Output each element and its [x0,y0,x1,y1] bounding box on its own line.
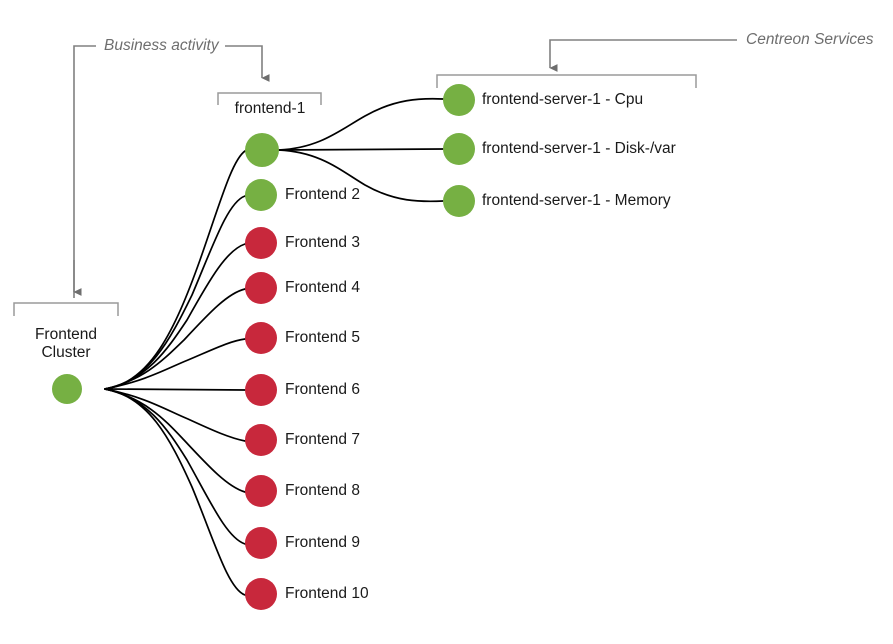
edge-cluster-frontend-3 [104,243,246,390]
business-activity-leader-right [225,45,270,82]
node-label-frontend-6: Frontend 6 [285,381,360,398]
node-group-frontend-8[interactable]: Frontend 8 [245,475,360,507]
node-label-frontend-2: Frontend 2 [285,186,360,203]
node-frontend-2[interactable] [245,179,277,211]
edge-frontend-1-svc-memory [278,149,444,203]
service-nodes: frontend-server-1 - Cpu frontend-server-… [443,84,676,217]
edge-cluster-frontend-5 [104,338,246,390]
centreon-services-leader [549,39,737,72]
node-svc-disk[interactable] [443,133,475,165]
cluster-to-host-edges [104,150,246,596]
node-frontend-10[interactable] [245,578,277,610]
edge-cluster-frontend-8 [104,388,246,493]
services-bracket [436,74,697,88]
node-frontend-6[interactable] [245,374,277,406]
centreon-services-label: Centreon Services [746,31,874,48]
node-group-svc-disk[interactable]: frontend-server-1 - Disk-/var [443,133,676,165]
node-label-frontend-8: Frontend 8 [285,482,360,499]
edge-cluster-frontend-7 [104,388,246,442]
services-bracket-shape [436,74,697,88]
node-label-frontend-3: Frontend 3 [285,234,360,251]
node-group-frontend-4[interactable]: Frontend 4 [245,272,360,304]
node-group-frontend-5[interactable]: Frontend 5 [245,322,360,354]
edge-frontend-1-svc-disk [278,148,444,151]
frontend-1-bracket-label: frontend-1 [235,100,306,117]
edge-cluster-frontend-4 [104,288,246,390]
frontend-1-bracket-shape [217,92,322,105]
business-activity-leader-left [73,45,96,298]
node-group-frontend-1[interactable] [245,133,279,167]
node-group-frontend-10[interactable]: Frontend 10 [245,578,369,610]
node-group-frontend-9[interactable]: Frontend 9 [245,527,360,559]
node-frontend-3[interactable] [245,227,277,259]
frontend-1-bracket: frontend-1 [217,92,322,117]
node-group-frontend-7[interactable]: Frontend 7 [245,424,360,456]
node-label-frontend-4: Frontend 4 [285,279,360,296]
host-nodes: Frontend 2 Frontend 3 Frontend 4 Fronten… [245,133,369,610]
node-frontend-9[interactable] [245,527,277,559]
frontend-cluster-title-line-2: Cluster [41,344,90,361]
frontend-cluster-title-line-1: Frontend [35,326,97,343]
annotation-centreon-services: Centreon Services [549,31,874,72]
node-svc-memory[interactable] [443,185,475,217]
edge-cluster-frontend-9 [104,388,246,545]
node-frontend-7[interactable] [245,424,277,456]
node-label-frontend-5: Frontend 5 [285,329,360,346]
node-label-frontend-9: Frontend 9 [285,534,360,551]
node-label-svc-memory: frontend-server-1 - Memory [482,192,671,209]
annotation-business-activity: Business activity [73,37,270,298]
node-frontend-cluster[interactable] [52,374,82,404]
node-label-frontend-10: Frontend 10 [285,585,369,602]
node-group-svc-cpu[interactable]: frontend-server-1 - Cpu [443,84,643,116]
edge-cluster-frontend-2 [104,195,246,390]
node-frontend-1[interactable] [245,133,279,167]
edge-frontend-1-svc-cpu [278,97,444,151]
host-to-service-edges [278,97,444,203]
node-group-frontend-6[interactable]: Frontend 6 [245,374,360,406]
node-group-frontend-2[interactable]: Frontend 2 [245,179,360,211]
edge-cluster-frontend-6 [104,388,246,391]
cluster-node-group[interactable] [52,374,82,404]
edge-cluster-frontend-1 [104,150,246,390]
node-frontend-4[interactable] [245,272,277,304]
node-label-frontend-7: Frontend 7 [285,431,360,448]
node-svc-cpu[interactable] [443,84,475,116]
node-frontend-5[interactable] [245,322,277,354]
node-group-svc-memory[interactable]: frontend-server-1 - Memory [443,185,671,217]
node-label-svc-cpu: frontend-server-1 - Cpu [482,91,643,108]
node-group-frontend-3[interactable]: Frontend 3 [245,227,360,259]
frontend-cluster-bracket-shape [13,302,119,316]
business-activity-label: Business activity [104,37,220,54]
frontend-cluster-bracket: Frontend Cluster [13,302,119,361]
node-label-svc-disk: frontend-server-1 - Disk-/var [482,140,676,157]
edge-cluster-frontend-10 [104,388,246,596]
node-frontend-8[interactable] [245,475,277,507]
